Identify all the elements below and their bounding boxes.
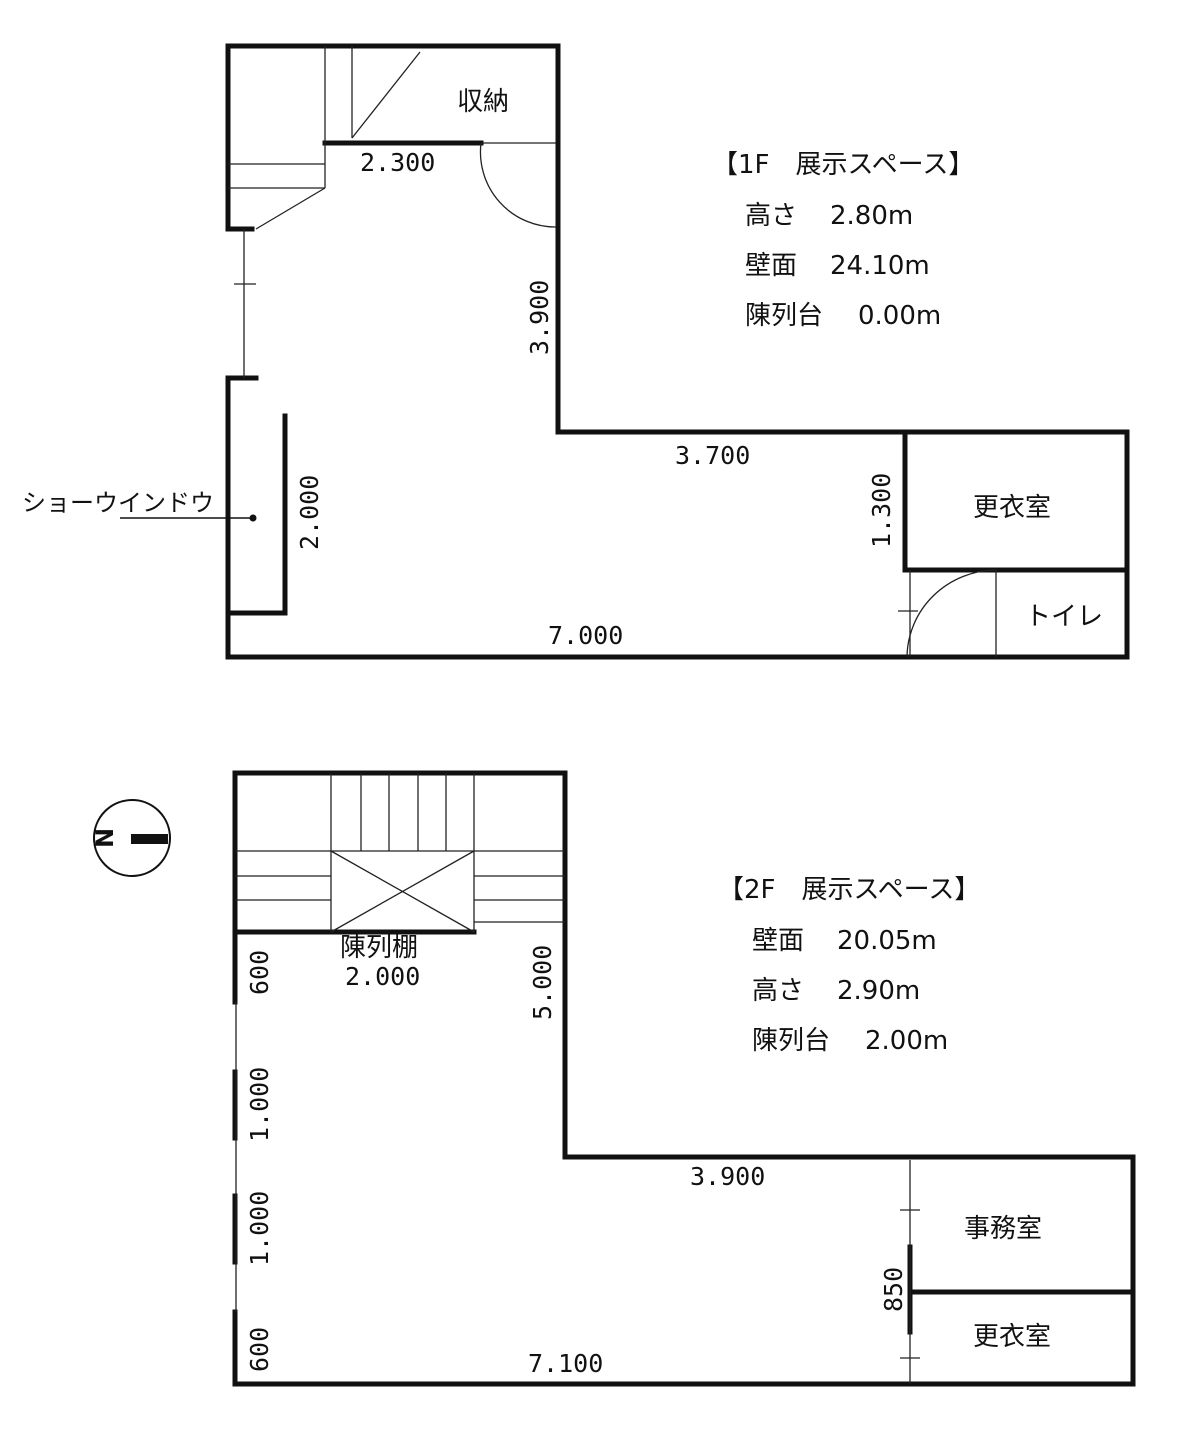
floor2-dim-west-seg2: 1.000	[245, 1191, 274, 1266]
floor1-spec-value: 0.00m	[858, 301, 941, 331]
floor1-stair-line	[255, 187, 326, 230]
floor1-spec-value: 2.80m	[830, 201, 913, 231]
floor1-dim-fitting-wall: 1.300	[867, 473, 896, 548]
floor2-room-shelf: 陳列棚	[340, 933, 418, 963]
floor2-spec-value: 2.90m	[837, 976, 920, 1006]
floor1-dim-show-window: 2.000	[295, 475, 324, 550]
floor2-spec-label: 陳列台	[752, 1026, 830, 1056]
floor1-room-fitting: 更衣室	[973, 493, 1051, 523]
floor2-spec-value: 2.00m	[865, 1026, 948, 1056]
floor1-walls	[225, 43, 1130, 660]
floor1-spec-label: 高さ	[745, 201, 797, 231]
floor1-outer-wall	[225, 43, 1130, 660]
floor1-room-toilet: トイレ	[1025, 602, 1103, 632]
floor2-dim-west-seg1: 1.000	[245, 1067, 274, 1142]
floor2-outer-wall	[232, 770, 1136, 1387]
floor1-dim-storage-wall: 2.300	[360, 148, 435, 177]
floor1-toilet-door-arc	[906, 569, 997, 658]
floor1-room-storage: 収納	[457, 87, 509, 117]
floor1-dim-step-wall: 3.700	[675, 441, 750, 470]
floor2-dim-partition: 850	[879, 1267, 908, 1312]
floor2-thin-lines	[235, 773, 920, 1384]
floor2-dim-step-wall: 3.900	[690, 1162, 765, 1191]
floor1-spec-label: 陳列台	[745, 301, 823, 331]
floor2-spec-label: 高さ	[752, 976, 804, 1006]
floor2-dim-east-upper: 5.000	[528, 945, 557, 1020]
floor1-spec-value: 24.10m	[830, 251, 930, 281]
floor2-room-office: 事務室	[964, 1214, 1042, 1244]
floor2-walls	[232, 770, 1136, 1387]
floor1-spec-label: 壁面	[745, 251, 797, 281]
floor1-dim-south-wall: 7.000	[548, 621, 623, 650]
north-arrow-bar	[131, 834, 168, 844]
floor1-heading: 【1F 展示スペース】	[712, 150, 974, 180]
floor2-dim-south-wall: 7.100	[528, 1349, 603, 1378]
floor2-plan: N	[91, 770, 1136, 1387]
floor2-dim-shelf: 2.000	[345, 962, 420, 991]
north-arrow: N	[91, 799, 171, 877]
floor1-callout-dot	[249, 514, 257, 522]
floor1-thin-lines	[228, 46, 997, 658]
floor2-spec-label: 壁面	[752, 926, 804, 956]
floor2-heading: 【2F 展示スペース】	[718, 875, 980, 905]
floor2-room-fitting: 更衣室	[973, 1322, 1051, 1352]
floor1-stair-line	[351, 51, 421, 139]
floor1-storage-door-arc	[479, 142, 557, 228]
floor2-void-cross	[330, 850, 475, 933]
floor1-plan: ショーウインドウ 収納 更衣室 トイレ 2.300 3.900 3.700 1.…	[22, 43, 1130, 660]
floor1-callout-label: ショーウインドウ	[22, 489, 214, 517]
floor1-dim-east-upper: 3.900	[525, 280, 554, 355]
north-arrow-label: N	[91, 828, 119, 848]
floor2-spec-value: 20.05m	[837, 926, 937, 956]
floor2-dim-west-top: 600	[245, 950, 274, 995]
floor2-dim-west-bottom: 600	[245, 1327, 274, 1372]
